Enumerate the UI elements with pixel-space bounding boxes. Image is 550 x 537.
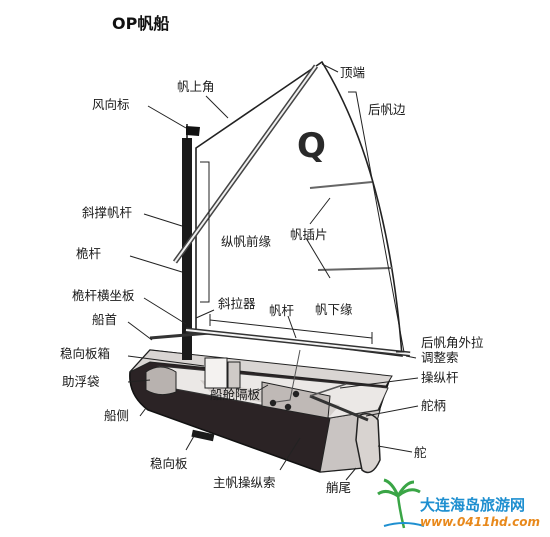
tiller (309, 394, 369, 422)
label-centreboard-case: 稳向板箱 (60, 346, 110, 361)
label-outhaul-1: 后帆角外拉 (421, 335, 484, 350)
mainsheet (275, 349, 301, 403)
label-sprit: 斜撑帆杆 (82, 205, 133, 220)
leader-lines (127, 63, 419, 481)
centreboard-box (204, 357, 241, 389)
label-batten: 帆插片 (290, 227, 328, 242)
label-top: 顶端 (340, 65, 365, 80)
label-centreboard: 稳向板 (150, 456, 188, 471)
burgee-flag (186, 126, 200, 136)
label-stern: 艄尾 (326, 480, 351, 495)
watermark: 大连海岛旅游网 www.0411hd.com (377, 478, 540, 529)
centreboard (191, 429, 215, 442)
label-buoyancy-bag: 助浮袋 (62, 374, 100, 389)
label-foot: 帆下缘 (315, 302, 353, 317)
label-boom: 帆杆 (269, 303, 295, 318)
label-burgee: 风向标 (92, 97, 130, 112)
label-mast-thwart: 桅杆横坐板 (72, 288, 135, 303)
label-tiller: 舵柄 (421, 398, 446, 413)
diagram-title: OP帆船 (112, 14, 169, 33)
label-rudder: 舵 (414, 445, 427, 460)
label-bow: 船首 (92, 312, 117, 327)
sail-mark: Q (297, 126, 326, 166)
batten-upper (309, 181, 373, 189)
mainsail (195, 60, 403, 357)
label-peak-corner: 帆上角 (177, 79, 215, 94)
buoyancy-bag (145, 366, 177, 396)
bulkhead (261, 381, 331, 419)
label-luff: 纵帆前缘 (221, 234, 272, 249)
hull (129, 349, 393, 473)
rudder (355, 413, 381, 474)
label-leech: 后帆边 (368, 102, 406, 117)
watermark-site-name: 大连海岛旅游网 (420, 496, 525, 514)
label-outhaul-2: 调整索 (421, 350, 459, 365)
label-vang: 斜拉器 (218, 296, 256, 311)
tiller-extension (309, 383, 347, 397)
label-mast: 桅杆 (76, 246, 102, 261)
palm-tree-icon (377, 478, 425, 529)
label-bulkhead: 船舱隔板 (210, 387, 261, 402)
label-mainsheet: 主帆操纵索 (213, 475, 276, 490)
batten-lower (317, 267, 393, 271)
label-tiller-extension: 操纵杆 (421, 370, 459, 385)
label-hull-side: 船侧 (104, 408, 129, 423)
watermark-url: www.0411hd.com (420, 515, 540, 529)
